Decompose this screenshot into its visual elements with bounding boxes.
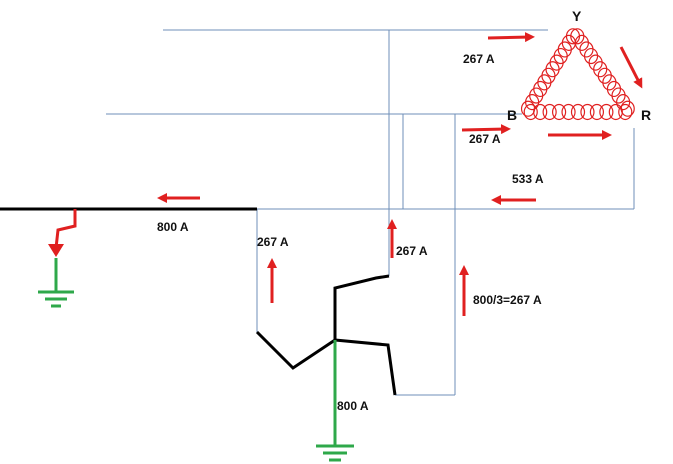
- label-middle-leg-current: 267 A: [396, 244, 428, 258]
- label-right-leg-current: 800/3=267 A: [473, 293, 542, 307]
- current-arrows: [157, 32, 643, 316]
- label-line-y-current: 267 A: [463, 52, 495, 66]
- conductors: [0, 207, 397, 396]
- coil-b-r: [523, 103, 633, 121]
- neutral-ground: [316, 340, 354, 462]
- arrow-y-in: [487, 32, 535, 43]
- label-left-leg-current: 267 A: [257, 235, 289, 249]
- label-return-current: 533 A: [512, 172, 544, 186]
- star-leg-middle: [333, 274, 390, 340]
- label-neutral-current: 800 A: [337, 399, 369, 413]
- arrow-coil-yr: [619, 46, 643, 89]
- coil-y-r: [570, 28, 635, 117]
- arrow-b-in: [461, 124, 511, 135]
- fault-ground: [38, 209, 77, 308]
- node-r: R: [641, 107, 651, 123]
- label-fault-current: 800 A: [157, 220, 189, 234]
- node-y: Y: [572, 8, 582, 24]
- coil-b-y: [520, 28, 581, 117]
- wiring: [106, 29, 635, 396]
- star-leg-right: [334, 338, 397, 396]
- fault-arrowhead: [48, 244, 64, 257]
- node-b: B: [507, 107, 517, 123]
- delta-winding: [520, 28, 635, 121]
- star-leg-left: [255, 330, 336, 370]
- fault-arc: [54, 209, 77, 249]
- label-line-b-current: 267 A: [469, 132, 501, 146]
